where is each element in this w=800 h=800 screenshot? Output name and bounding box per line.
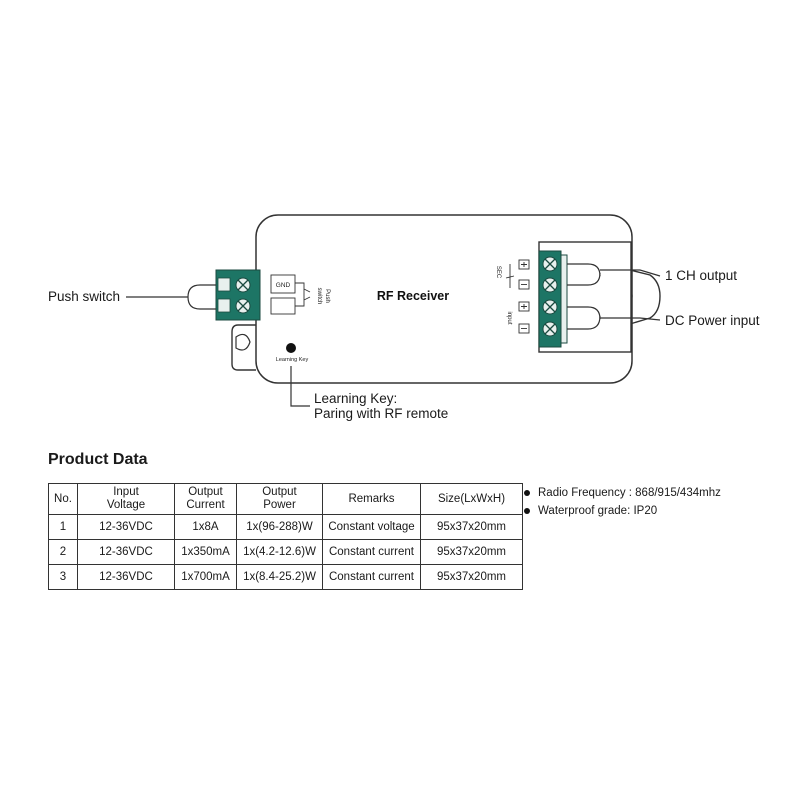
push-switch-terminal	[215, 269, 261, 321]
push-switch-wires	[126, 284, 216, 310]
product-data-title: Product Data	[48, 451, 148, 468]
header-output-power: Output Power	[236, 483, 323, 515]
product-data-table: No. Input Voltage Output Current Output …	[48, 483, 523, 590]
header-output-current: Output Current	[174, 483, 237, 515]
ch-output-callout: 1 CH output	[665, 268, 738, 283]
push-switch-callout: Push switch	[48, 289, 121, 304]
cell-no: 2	[48, 539, 78, 565]
sec-label: SEC	[495, 266, 501, 279]
bullet-icon	[524, 490, 530, 496]
dc-input-callout: DC Power input	[665, 313, 760, 328]
learning-key-callout-line1: Learning Key:	[314, 391, 398, 406]
table-header-row: No. Input Voltage Output Current Output …	[48, 483, 523, 515]
cell-output-current: 1x350mA	[174, 539, 237, 565]
polarity-marks	[505, 259, 530, 334]
push-label: Push	[324, 289, 330, 303]
output-wires	[567, 263, 661, 330]
cell-output-current: 1x700mA	[174, 564, 237, 590]
spec-waterproof-grade: Waterproof grade: IP20	[538, 505, 658, 517]
cell-size: 95x37x20mm	[420, 539, 523, 565]
left-mounting-ear	[231, 324, 256, 371]
table-row: 3 12-36VDC 1x700mA 1x(8.4-25.2)W Constan…	[48, 564, 523, 590]
header-remarks: Remarks	[322, 483, 421, 515]
cell-remarks: Constant current	[322, 564, 421, 590]
cell-no: 1	[48, 514, 78, 540]
device-label: RF Receiver	[377, 289, 449, 303]
cell-no: 3	[48, 564, 78, 590]
cell-remarks: Constant voltage	[322, 514, 421, 540]
gnd-label: GND	[276, 282, 291, 289]
header-no: No.	[48, 483, 78, 515]
output-terminal	[538, 241, 632, 353]
header-input-voltage: Input Voltage	[77, 483, 175, 515]
switch-label: switch	[316, 288, 322, 305]
right-mounting-ear	[629, 269, 661, 325]
wiring-diagram: GND Push switch Learning Key RF Receiver…	[126, 214, 661, 407]
cell-input-voltage: 12-36VDC	[77, 514, 175, 540]
learning-key-button	[286, 343, 296, 353]
cell-input-voltage: 12-36VDC	[77, 539, 175, 565]
cell-output-power: 1x(96-288)W	[236, 514, 323, 540]
list-item: Waterproof grade: IP20	[524, 502, 721, 520]
table-row: 2 12-36VDC 1x350mA 1x(4.2-12.6)W Constan…	[48, 539, 523, 565]
learning-key-leader	[290, 366, 310, 407]
cell-size: 95x37x20mm	[420, 514, 523, 540]
spec-radio-frequency: Radio Frequency : 868/915/434mhz	[538, 487, 721, 499]
header-size: Size(LxWxH)	[420, 483, 523, 515]
push-switch-schematic	[270, 274, 311, 315]
table-row: 1 12-36VDC 1x8A 1x(96-288)W Constant vol…	[48, 514, 523, 540]
terminal-screws	[542, 256, 558, 337]
cell-input-voltage: 12-36VDC	[77, 564, 175, 590]
learning-key-callout-line2: Paring with RF remote	[314, 406, 449, 421]
bullet-icon	[524, 508, 530, 514]
learning-key-small-label: Learning Key	[276, 357, 309, 363]
input-label: input	[506, 311, 512, 324]
cell-output-current: 1x8A	[174, 514, 237, 540]
cell-remarks: Constant current	[322, 539, 421, 565]
list-item: Radio Frequency : 868/915/434mhz	[524, 484, 721, 502]
cell-output-power: 1x(8.4-25.2)W	[236, 564, 323, 590]
cell-size: 95x37x20mm	[420, 564, 523, 590]
spec-list: Radio Frequency : 868/915/434mhz Waterpr…	[524, 484, 721, 520]
cell-output-power: 1x(4.2-12.6)W	[236, 539, 323, 565]
